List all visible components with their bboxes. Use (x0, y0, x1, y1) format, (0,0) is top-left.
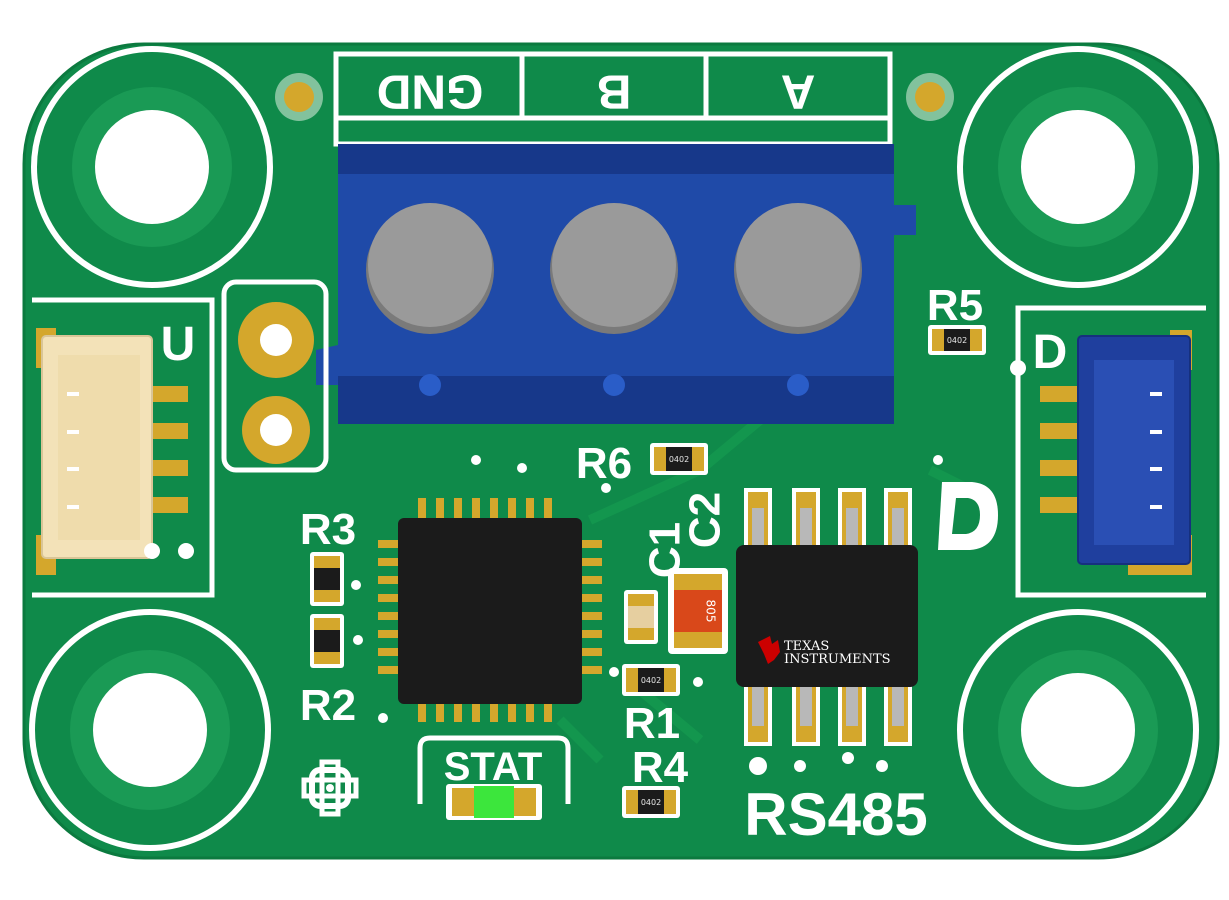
fiducial-right (915, 82, 945, 112)
label-r3: R3 (300, 505, 356, 554)
screw-gnd (366, 203, 494, 334)
terminal-label-b: B (597, 64, 632, 117)
label-r2: R2 (300, 681, 356, 730)
svg-text:0402: 0402 (641, 676, 661, 685)
label-c2: C2 (681, 492, 730, 548)
mounting-hole-top-right (957, 46, 1199, 288)
resistor-r4: 0402 (622, 786, 680, 818)
resistor-r1: 0402 (622, 664, 680, 696)
label-r6: R6 (576, 439, 632, 488)
brand-d-logo-icon (938, 482, 998, 550)
ti-brand-line2: Instruments (784, 652, 891, 667)
screw-a (734, 203, 862, 334)
resistor-r2 (310, 614, 344, 668)
terminal-label-gnd: GND (377, 64, 484, 117)
label-r1: R1 (624, 699, 680, 748)
fiducial-left (284, 82, 314, 112)
screw-b (550, 203, 678, 334)
status-led-group: STAT (417, 735, 571, 820)
right-connector-outline (1015, 305, 1206, 598)
right-jst-connector (1040, 330, 1192, 575)
status-led (474, 786, 514, 818)
terminal-label-a: A (781, 64, 816, 117)
label-r4: R4 (632, 743, 689, 792)
vias (351, 455, 943, 775)
svg-text:0402: 0402 (947, 336, 967, 345)
capacitor-c2: 805 (668, 568, 728, 654)
led-label-stat: STAT (444, 745, 543, 789)
resistor-r3 (310, 552, 344, 606)
svg-text:805: 805 (704, 600, 718, 623)
qfn-microcontroller (378, 498, 602, 722)
board-emblem-icon (301, 759, 359, 817)
svg-text:0402: 0402 (669, 455, 689, 464)
left-connector-outline (32, 297, 215, 598)
texas-instruments-logo-icon (758, 636, 780, 664)
rs485-transceiver-ic: Texas Instruments (736, 488, 918, 746)
capacitor-c1 (624, 590, 658, 644)
through-hole-pads (221, 279, 329, 473)
connector-label-u: U (161, 318, 196, 371)
mounting-hole-top-left (31, 46, 273, 288)
board-title: RS485 (744, 781, 927, 848)
mounting-hole-bottom-right (957, 609, 1199, 851)
svg-text:0402: 0402 (641, 798, 661, 807)
connector-label-d: D (1033, 326, 1068, 379)
left-jst-connector (36, 328, 188, 575)
mounting-hole-bottom-left (29, 609, 271, 851)
label-r5: R5 (927, 281, 983, 330)
ti-brand-line1: Texas (784, 639, 829, 654)
resistor-r5: 0402 (928, 325, 986, 355)
resistor-r6: 0402 (650, 443, 708, 475)
screw-terminal-block (316, 144, 916, 424)
